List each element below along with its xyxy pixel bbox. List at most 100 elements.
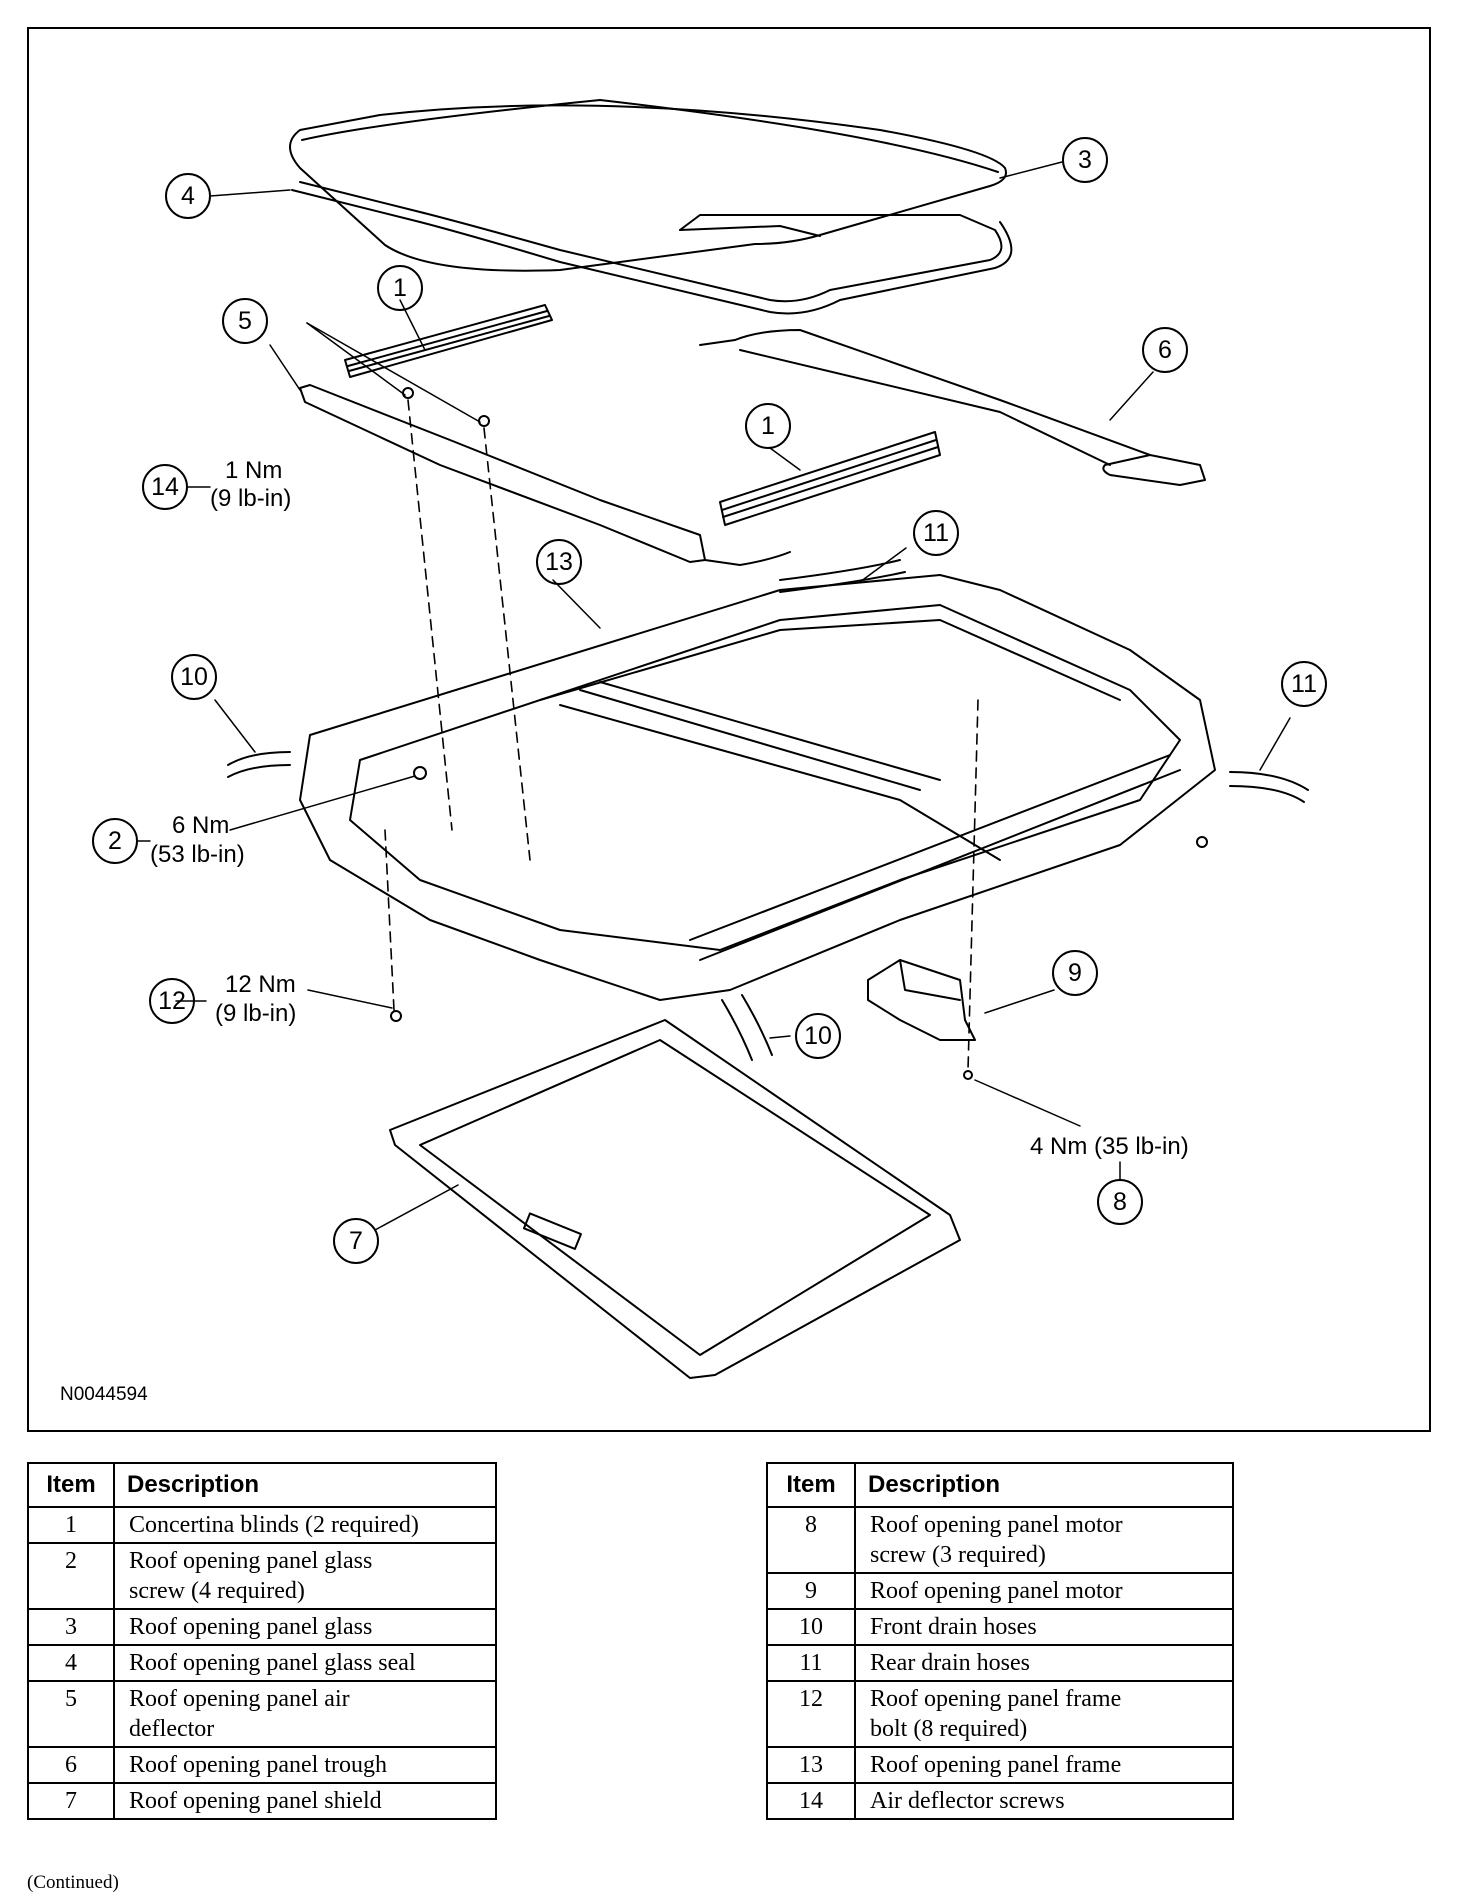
callout-11-top: 11 xyxy=(923,519,949,547)
legend-item-description: Front drain hoses xyxy=(854,1608,1234,1646)
legend-row: 6 Roof opening panel trough xyxy=(27,1746,497,1784)
legend-row: 11 Rear drain hoses xyxy=(766,1644,1234,1682)
description-line-2: bolt (8 required) xyxy=(870,1716,1028,1742)
description-line-1: Roof opening panel glass xyxy=(129,1614,373,1640)
description-line-1: Roof opening panel motor xyxy=(870,1512,1123,1538)
item-column-header: Item xyxy=(27,1462,115,1508)
legend-item-number: 8 xyxy=(766,1506,856,1574)
front-drain-hose-left xyxy=(227,751,291,766)
legend-header-row: Item Description xyxy=(766,1462,1234,1508)
glass-seal-part xyxy=(291,181,1013,315)
legend-row: 3 Roof opening panel glass xyxy=(27,1608,497,1646)
description-line-1: Air deflector screws xyxy=(870,1788,1065,1814)
item-column-header: Item xyxy=(766,1462,856,1508)
legend-item-number: 12 xyxy=(766,1680,856,1748)
callout-10-lower: 10 xyxy=(804,1022,832,1050)
callout-2: 2 xyxy=(108,827,122,855)
description-line-1: Roof opening panel frame xyxy=(870,1686,1122,1712)
callout-14: 14 xyxy=(151,473,179,501)
legend-item-number: 13 xyxy=(766,1746,856,1784)
legend-item-description: Roof opening panel frame xyxy=(854,1746,1234,1784)
screws xyxy=(390,387,1208,1080)
callout-8: 8 xyxy=(1113,1188,1127,1216)
callout-5: 5 xyxy=(238,307,252,335)
description-line-1: Front drain hoses xyxy=(870,1614,1037,1640)
figure-id: N0044594 xyxy=(60,1384,148,1405)
legend-item-number: 5 xyxy=(27,1680,115,1748)
torque-12-lbin: (9 lb-in) xyxy=(215,1000,296,1027)
legend-row: 2 Roof opening panel glass screw (4 requir… xyxy=(27,1542,497,1610)
legend-row: 12 Roof opening panel frame bolt (8 requir… xyxy=(766,1680,1234,1748)
callout-1-lower: 1 xyxy=(761,412,775,440)
callout-4: 4 xyxy=(181,182,195,210)
legend-item-number: 9 xyxy=(766,1572,856,1610)
callout-6: 6 xyxy=(1158,336,1172,364)
legend-item-number: 10 xyxy=(766,1608,856,1646)
description-line-2: screw (4 required) xyxy=(129,1578,305,1604)
rear-drain-hose-right xyxy=(1229,771,1309,791)
legend-row: 9 Roof opening panel motor xyxy=(766,1572,1234,1610)
legend-header-row: Item Description xyxy=(27,1462,497,1508)
torque-2-nm: 6 Nm xyxy=(172,812,229,839)
torque-2-lbin: (53 lb-in) xyxy=(150,841,245,868)
legend-item-number: 14 xyxy=(766,1782,856,1820)
trough-part xyxy=(699,329,1206,486)
roof-glass-part xyxy=(289,99,1007,272)
diagram-frame xyxy=(27,27,1431,1432)
legend-item-number: 4 xyxy=(27,1644,115,1682)
torque-12-nm: 12 Nm xyxy=(225,971,296,998)
rear-drain-hose-top-2 xyxy=(779,571,906,593)
legend-item-description: Roof opening panel motor xyxy=(854,1572,1234,1610)
legend-item-description: Roof opening panel shield xyxy=(113,1782,497,1820)
shield-part xyxy=(389,1019,961,1379)
callout-12: 12 xyxy=(158,987,186,1015)
motor-part xyxy=(867,959,976,1041)
legend-item-description: Roof opening panel glass xyxy=(113,1608,497,1646)
exploded-view-diagram: 4 3 1 5 6 1 14 13 11 10 11 2 12 9 10 8 7… xyxy=(60,99,1327,1405)
rear-drain-hose-top xyxy=(779,559,901,581)
description-column-header: Description xyxy=(113,1462,497,1508)
legend-row: 5 Roof opening panel air deflector xyxy=(27,1680,497,1748)
frame-part xyxy=(299,574,1216,1001)
legend-item-description: Rear drain hoses xyxy=(854,1644,1234,1682)
description-line-1: Roof opening panel trough xyxy=(129,1752,387,1778)
description-line-1: Roof opening panel motor xyxy=(870,1578,1123,1604)
callout-11-right: 11 xyxy=(1291,670,1317,698)
leader-lines xyxy=(136,161,1291,1231)
legend-item-description: Air deflector screws xyxy=(854,1782,1234,1820)
description-line-1: Roof opening panel air xyxy=(129,1686,350,1712)
legend-item-number: 7 xyxy=(27,1782,115,1820)
torque-8: 4 Nm (35 lb-in) xyxy=(1030,1133,1189,1160)
concertina-blind-lower-part xyxy=(719,431,941,526)
legend-row: 13 Roof opening panel frame xyxy=(766,1746,1234,1784)
description-line-2: deflector xyxy=(129,1716,215,1742)
legend-item-number: 2 xyxy=(27,1542,115,1610)
legend-item-number: 6 xyxy=(27,1746,115,1784)
legend-item-description: Concertina blinds (2 required) xyxy=(113,1506,497,1544)
legend-item-description: Roof opening panel glass seal xyxy=(113,1644,497,1682)
callout-9: 9 xyxy=(1068,959,1082,987)
front-drain-hose-left-2 xyxy=(227,764,291,778)
callout-3: 3 xyxy=(1078,146,1092,174)
legend-item-number: 1 xyxy=(27,1506,115,1544)
callout-10-left: 10 xyxy=(180,663,208,691)
legend-item-number: 3 xyxy=(27,1608,115,1646)
legend-item-number: 11 xyxy=(766,1644,856,1682)
rear-drain-hose-right-2 xyxy=(1229,785,1305,803)
description-line-1: Roof opening panel glass xyxy=(129,1548,373,1574)
concertina-blind-upper-part xyxy=(344,304,553,378)
callout-7: 7 xyxy=(349,1227,363,1255)
description-line-1: Roof opening panel frame xyxy=(870,1752,1122,1778)
description-line-1: Rear drain hoses xyxy=(870,1650,1030,1676)
legend-item-description: Roof opening panel air deflector xyxy=(113,1680,497,1748)
legend-item-description: Roof opening panel frame bolt (8 required… xyxy=(854,1680,1234,1748)
description-line-1: Roof opening panel glass seal xyxy=(129,1650,416,1676)
air-deflector-part xyxy=(299,384,791,566)
continued-note: (Continued) xyxy=(27,1872,119,1893)
legend-row: 10 Front drain hoses xyxy=(766,1608,1234,1646)
